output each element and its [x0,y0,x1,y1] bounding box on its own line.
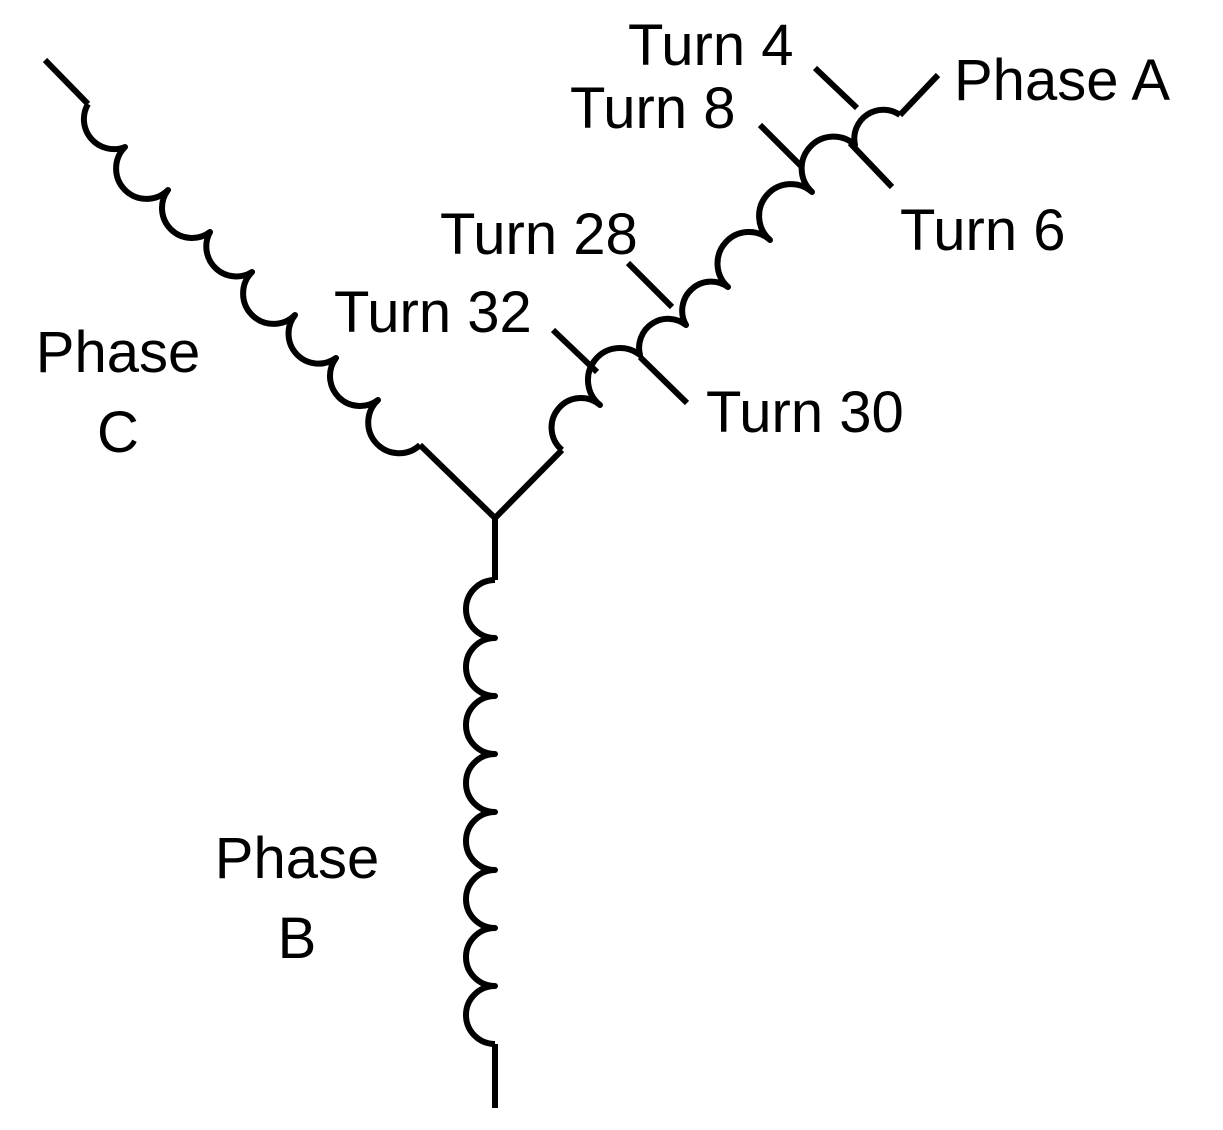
tap-line-turn-32 [550,327,600,375]
tap-label-turn-28: Turn 28 [440,202,638,267]
phase-a-winding [492,72,941,521]
tap-line-turn-4 [812,65,860,111]
tap-line-turn-28 [625,260,675,310]
phase-c-label-line1: Phase [36,320,200,385]
phase-b-coils [463,577,498,1047]
phase-c-lead [42,57,91,107]
phase-b-label-line1: Phase [215,826,379,891]
phase-c-winding [42,57,498,521]
phase-b-winding [463,518,498,1108]
tap-label-turn-8: Turn 8 [570,76,735,141]
tap-label-turn-6: Turn 6 [900,198,1065,263]
phase-b-label-letter: B [278,906,317,971]
tap-line-turn-30 [637,354,690,406]
phase-c-label-letter: C [97,400,139,465]
tap-line-turn-6 [847,140,895,190]
phase-a-lead [897,72,941,118]
phase-b-label: Phase [215,826,379,891]
phase-a-coils [548,106,902,453]
tap-line-turn-8 [757,122,805,170]
tap-label-turn-30: Turn 30 [706,380,904,445]
neutral-leg-a [492,447,565,521]
phase-c-label: Phase [36,320,200,385]
tap-label-turn-4: Turn 4 [628,13,793,78]
phase-a-label: Phase A [954,48,1170,113]
neutral-leg-c [417,442,498,521]
tap-label-turn-32: Turn 32 [334,280,532,345]
phase-c-coils [80,102,423,457]
